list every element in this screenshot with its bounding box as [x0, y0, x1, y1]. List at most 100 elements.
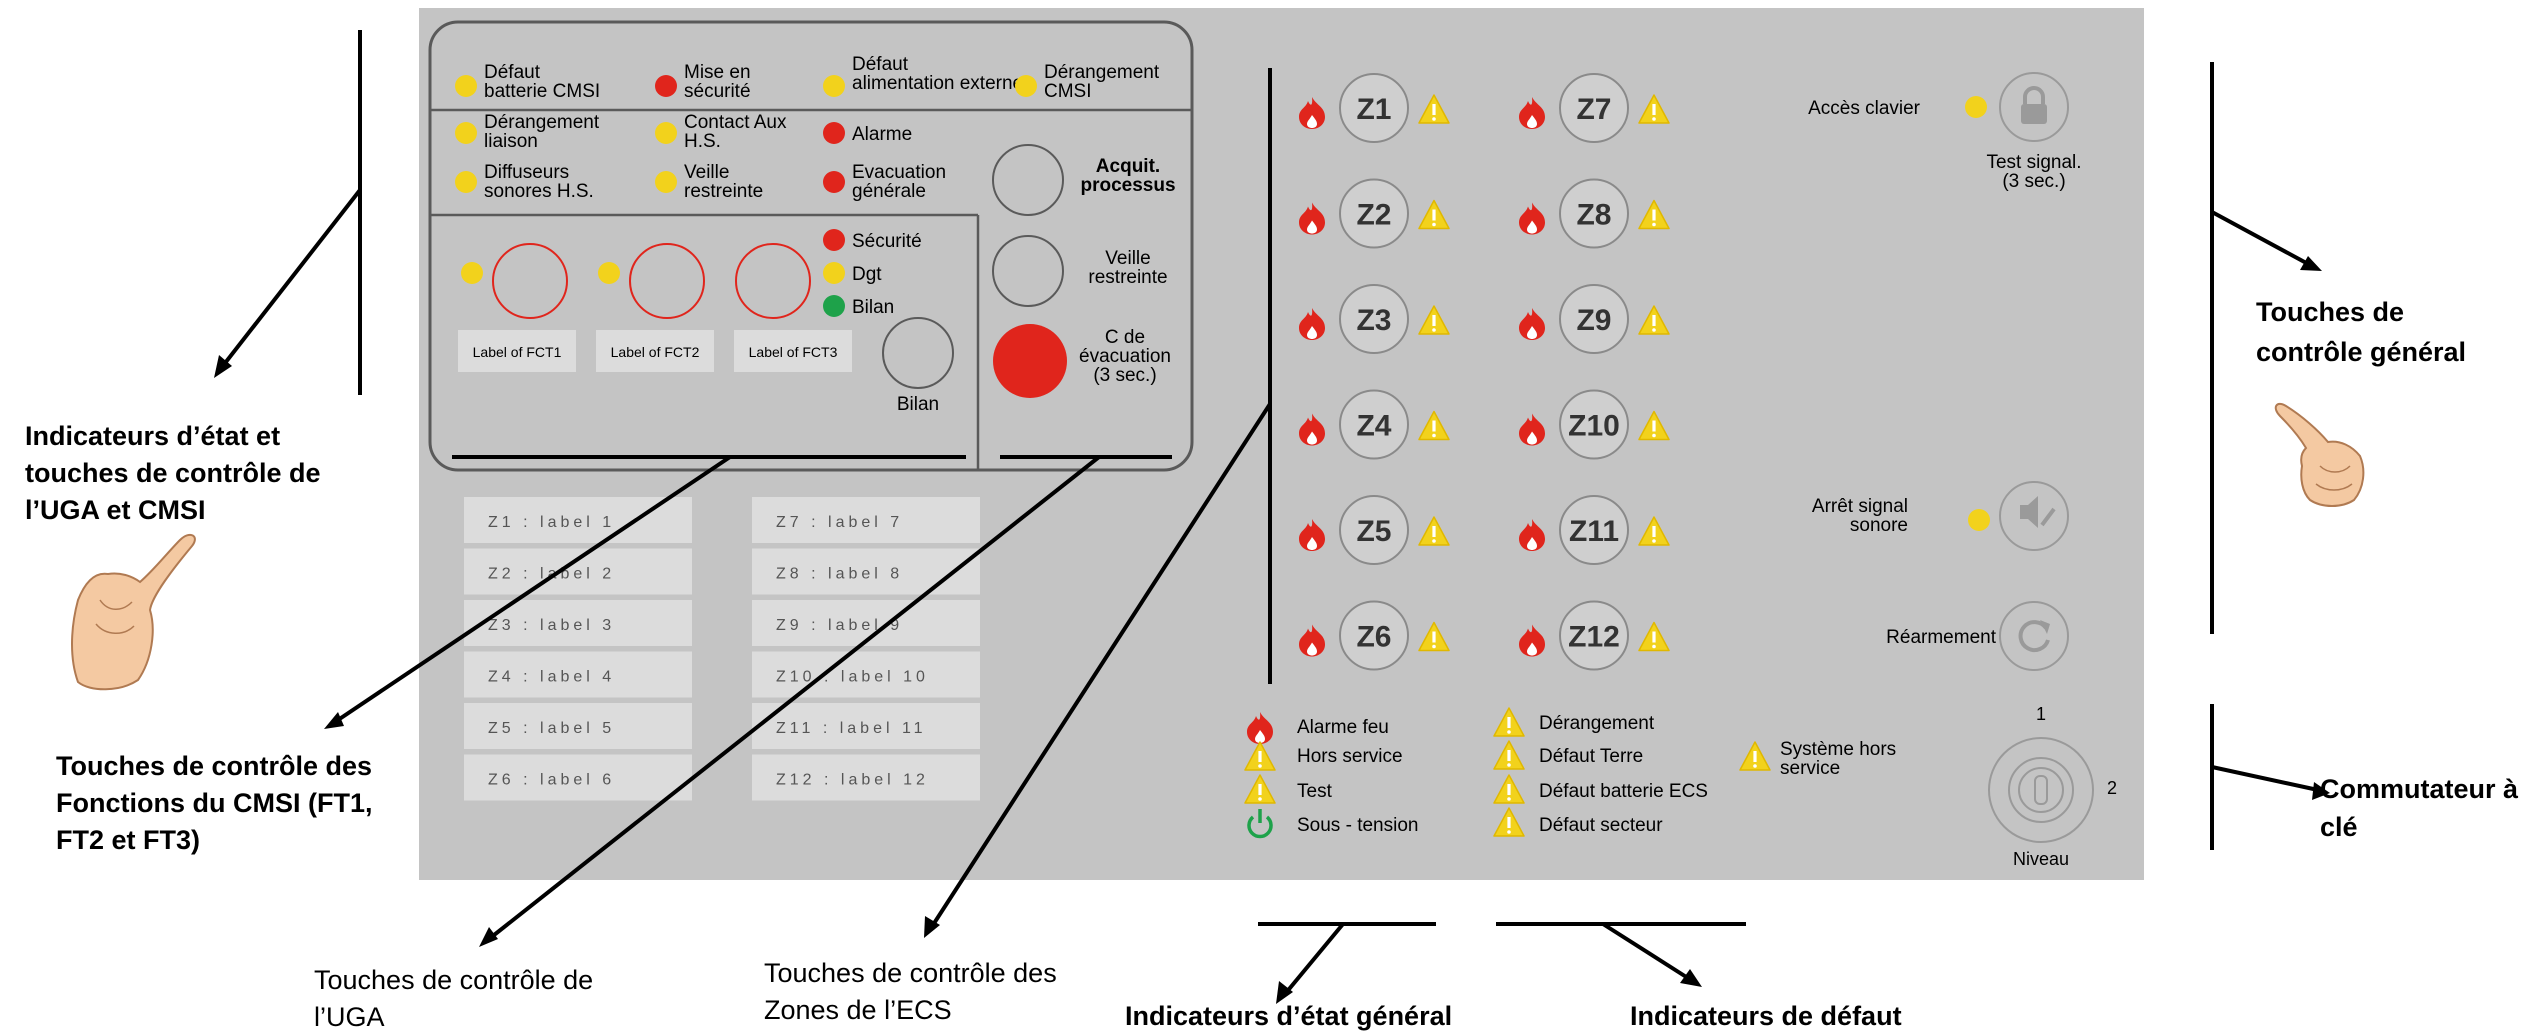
zone-button[interactable]: Z5 [1299, 495, 1450, 565]
warning-icon [1244, 774, 1276, 804]
zone-label-text: Z2 : label 2 [488, 566, 615, 583]
zone-button[interactable]: Z10 [1519, 389, 1670, 460]
zone-button[interactable]: Z2 [1299, 178, 1450, 249]
fire-icon [1519, 97, 1545, 129]
zone-label-text: Z12 : label 12 [776, 772, 929, 789]
warning-icon [1638, 621, 1670, 652]
zone-label-text: Z3 : label 3 [488, 617, 615, 634]
zone-button-label: Z3 [1356, 304, 1391, 337]
zone-label-text: Z8 : label 8 [776, 566, 903, 583]
legend-label: Hors service [1297, 746, 1403, 767]
warning-icon [1638, 410, 1670, 441]
hand-pointer-icon [2274, 402, 2365, 507]
fire-icon [1519, 202, 1545, 235]
warning-icon [1739, 741, 1771, 771]
warning-icon [1638, 94, 1670, 124]
zone-label-box: Z11 : label 11 [752, 703, 980, 749]
cmsi-led-label: Alarme [852, 124, 912, 145]
rearmement-button[interactable]: Réarmement [1886, 601, 2069, 671]
zone-button[interactable]: Z7 [1519, 73, 1670, 143]
fct2-button[interactable]: Label of FCT2 [596, 243, 714, 372]
fct-led-dgt: Dgt [823, 262, 882, 285]
power-icon [1247, 809, 1273, 839]
zone-label-text: Z7 : label 7 [776, 514, 903, 531]
zone-button-label: Z11 [1569, 515, 1619, 548]
fct-status-label: Dgt [852, 264, 882, 285]
zone-label-box: Z7 : label 7 [752, 497, 980, 543]
zone-label-box: Z8 : label 8 [752, 548, 980, 595]
fct3-button[interactable]: Label of FCT3 [734, 243, 852, 372]
bilan-button[interactable]: Bilan [882, 317, 954, 415]
fct2-label: Label of FCT2 [611, 344, 700, 360]
zone-button-label: Z7 [1576, 93, 1611, 126]
zone-button[interactable]: Z12 [1519, 600, 1670, 671]
warning-icon [1418, 516, 1450, 546]
fire-icon [1299, 413, 1325, 446]
zone-label-text: Z5 : label 5 [488, 720, 615, 737]
acces-clavier[interactable]: Accès clavier [1808, 72, 2069, 142]
fire-icon [1299, 202, 1325, 235]
zone-button[interactable]: Z11 [1519, 495, 1670, 565]
warning-icon [1244, 741, 1276, 771]
legend-label: Dérangement [1539, 713, 1655, 734]
legend-label: Alarme feu [1297, 717, 1389, 738]
fire-icon [1519, 519, 1545, 551]
zone-button[interactable]: Z6 [1299, 600, 1450, 671]
fct-led-securite: Sécurité [823, 229, 922, 252]
zone-label-box: Z3 : label 3 [464, 600, 692, 646]
fct1-button[interactable]: Label of FCT1 [458, 243, 576, 372]
zone-button[interactable]: Z9 [1519, 284, 1670, 354]
fct1-label: Label of FCT1 [473, 344, 562, 360]
warning-icon [1493, 707, 1525, 737]
cmsi-led-alarme: Alarme [823, 122, 912, 145]
zone-label-box: Z2 : label 2 [464, 548, 692, 595]
warning-icon [1418, 410, 1450, 441]
acquit-processus-button[interactable]: Acquit.processus [992, 144, 1176, 216]
annotation-arrowheads [214, 256, 2330, 1004]
legend-label: Défaut Terre [1539, 746, 1643, 767]
reset-icon [2018, 620, 2050, 653]
key-position-1: 1 [2036, 704, 2046, 724]
zone-button[interactable]: Z8 [1519, 178, 1670, 249]
rearmement-label: Réarmement [1886, 627, 1997, 648]
zone-button[interactable]: Z4 [1299, 389, 1450, 460]
zone-button[interactable]: Z3 [1299, 284, 1450, 354]
annotation-lines [220, 30, 2319, 996]
annotation-uga-cmsi: Indicateurs d’état et touches de contrôl… [25, 421, 321, 525]
warning-icon [1638, 516, 1670, 546]
zone-label-box: Z4 : label 4 [464, 651, 692, 698]
warning-icon [1418, 94, 1450, 124]
fct3-label: Label of FCT3 [749, 344, 838, 360]
key-switch[interactable]: 1 2 Niveau [1988, 704, 2117, 869]
zone-label-box: Z1 : label 1 [464, 497, 692, 543]
zone-label-box: Z12 : label 12 [752, 754, 980, 801]
annotation-controle-general: Touches de contrôle général [2256, 297, 2467, 367]
zone-label-text: Z10 : label 10 [776, 669, 929, 686]
zone-label-box: Z5 : label 5 [464, 703, 692, 749]
annotation-commutateur: Commutateur à clé [2320, 774, 2519, 842]
legend-faults: Dérangement Défaut Terre Défaut batterie… [1493, 707, 1896, 837]
zone-button-label: Z4 [1356, 410, 1391, 443]
zone-label-text: Z11 : label 11 [776, 720, 927, 737]
zone-button[interactable]: Z1 [1299, 73, 1450, 143]
annotation-defaut: Indicateurs de défaut [1630, 1001, 1902, 1031]
annotation-zones-ecs: Touches de contrôle des Zones de l’ECS [764, 958, 1057, 1025]
